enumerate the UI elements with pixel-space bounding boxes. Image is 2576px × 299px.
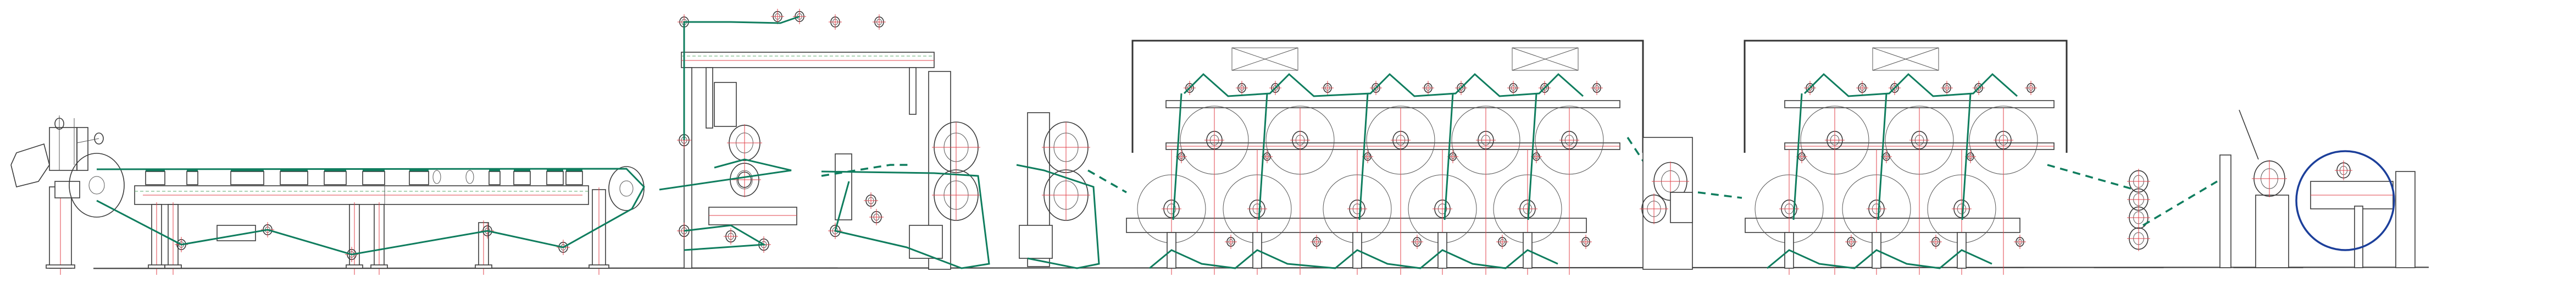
press-drive-gear <box>1019 225 1053 259</box>
reel-support <box>2354 206 2363 268</box>
suction-box <box>409 171 429 185</box>
exhaust-duct <box>1231 47 1298 71</box>
headbox-base <box>54 181 80 198</box>
press-top-beam <box>681 52 935 68</box>
press-roll-core <box>737 171 752 188</box>
press-felt-2 <box>821 170 990 269</box>
headbox-body <box>49 127 77 171</box>
upper-frame-beam <box>1165 100 1620 108</box>
press-column <box>684 67 692 269</box>
calender-stack <box>2127 169 2150 251</box>
press-loading-cylinder <box>714 82 737 127</box>
bottom-felt <box>1767 249 1992 269</box>
leg-foot <box>46 264 75 269</box>
couch-journal <box>619 180 634 197</box>
vacuum-port <box>465 170 474 184</box>
press-felt-3 <box>1016 164 1100 269</box>
handwheel-icon <box>54 118 64 130</box>
reel-end-post <box>2395 171 2416 268</box>
felt-run <box>1172 93 1182 220</box>
web-to-dryer-2 <box>1697 191 1742 199</box>
suction-box <box>565 171 583 185</box>
dryer-hood <box>1131 40 1644 153</box>
press-lower-beam <box>708 207 797 225</box>
web-transfer <box>821 164 912 177</box>
reel-section <box>2142 109 2416 268</box>
exhaust-duct <box>1512 47 1579 71</box>
exhaust-duct <box>1872 47 1939 71</box>
reel-frame-post <box>2219 154 2231 268</box>
press-column <box>706 67 713 129</box>
press-section <box>659 9 1127 270</box>
headbox-header <box>76 127 88 171</box>
leg-foot <box>475 264 492 269</box>
press-felt <box>659 158 792 191</box>
press-column <box>909 67 917 115</box>
felt-run <box>1877 93 1887 220</box>
felt-run <box>1444 93 1454 220</box>
breast-roll-journal <box>88 176 105 195</box>
duct-cross <box>1231 47 1298 71</box>
size-press-unit <box>1640 137 1742 270</box>
leg-foot <box>148 264 165 269</box>
top-felt <box>1803 73 2018 97</box>
vacuum-port <box>432 170 441 184</box>
suction-box <box>230 171 264 185</box>
handwheel-icon <box>94 132 104 145</box>
suction-box <box>513 171 531 185</box>
suction-box <box>145 171 165 185</box>
web-to-reel <box>2142 180 2218 226</box>
press-felt <box>684 224 767 251</box>
suction-box <box>546 171 564 185</box>
slice-lip <box>10 143 50 187</box>
suction-box <box>186 171 198 185</box>
dryer-group-1 <box>1126 40 1647 275</box>
web-transfer <box>1087 169 1127 193</box>
leg-foot <box>589 264 609 269</box>
suction-box <box>362 171 385 185</box>
pickup-felt <box>683 15 800 140</box>
suction-box <box>280 171 308 185</box>
suction-box <box>324 171 347 185</box>
size-press-gearbox <box>1670 192 1693 223</box>
reel-primary-arm <box>2255 195 2289 268</box>
leg-foot <box>164 264 182 269</box>
duct-cross <box>1512 47 1579 71</box>
felt-run <box>1961 93 1972 220</box>
felt-run <box>1527 93 1537 220</box>
bottom-felt <box>1149 249 1558 269</box>
primary-arm <box>2239 109 2259 160</box>
breast-roll <box>69 153 125 218</box>
reel-spool-parent-roll <box>2295 150 2395 251</box>
leg-foot <box>346 264 363 269</box>
upper-frame-beam <box>1784 100 2055 108</box>
felt-stand <box>835 153 852 220</box>
felt-run <box>1792 93 1803 220</box>
dryer-group-2 <box>1744 40 2135 275</box>
press-drive-gear <box>909 225 943 259</box>
felt-run <box>1358 93 1369 220</box>
leg-foot <box>370 264 388 269</box>
top-felt <box>1183 73 1584 97</box>
couch-roll <box>608 166 645 211</box>
lower-frame-beam <box>1126 218 1587 233</box>
felt-run <box>1258 93 1268 220</box>
lower-frame-beam <box>1745 218 2020 233</box>
wire-section <box>10 115 645 275</box>
forming-wire <box>96 168 645 256</box>
dryer-hood <box>1744 40 2068 153</box>
headbox-linkage <box>76 138 99 143</box>
suction-box <box>488 171 501 185</box>
web-to-calender <box>2047 164 2135 191</box>
duct-cross <box>1872 47 1939 71</box>
